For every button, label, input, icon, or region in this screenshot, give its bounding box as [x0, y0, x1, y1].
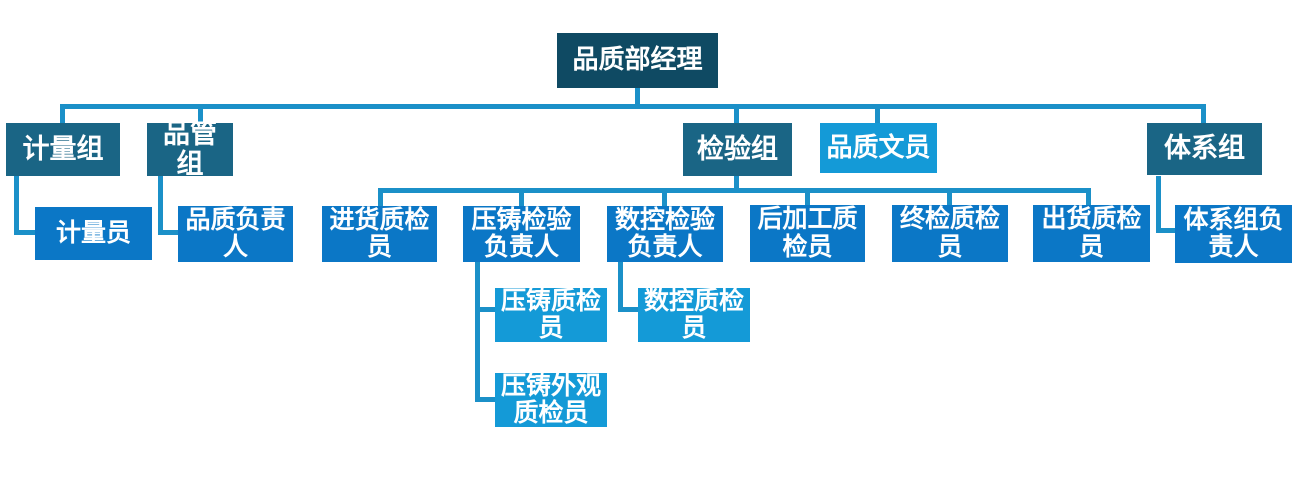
node-system-leader[interactable]: 体系组负责人 [1175, 205, 1292, 263]
node-quality-clerk[interactable]: 品质文员 [820, 123, 937, 173]
connector-stub-system-group [1201, 104, 1206, 123]
node-inspection-group-label: 检验组 [697, 133, 778, 164]
node-cnc-lead[interactable]: 数控检验负责人 [607, 206, 723, 262]
connector-stub-final [947, 188, 952, 205]
connector-elbow-metrology-h [14, 230, 35, 235]
node-diecast-appearance-inspector[interactable]: 压铸外观质检员 [495, 373, 607, 427]
node-postprocess-inspector-label: 后加工质检员 [757, 206, 858, 261]
node-incoming-inspector[interactable]: 进货质检员 [322, 206, 437, 262]
connector-diecast-branch1-h [475, 307, 495, 312]
node-quality-clerk-label: 品质文员 [826, 132, 931, 162]
connector-cnc-drop-v [618, 262, 623, 312]
node-cnc-inspector-label: 数控质检员 [644, 287, 745, 343]
connector-diecast-branch2-h [475, 397, 495, 402]
node-shipping-inspector-label: 出货质检员 [1041, 206, 1142, 261]
node-metrology-group-label: 计量组 [22, 133, 104, 164]
node-cnc-lead-label: 数控检验负责人 [614, 206, 715, 262]
connector-stub-cnc-lead [662, 188, 667, 206]
node-diecast-lead-label: 压铸检验负责人 [471, 206, 572, 262]
connector-trunk-level3 [378, 188, 1091, 193]
node-final-inspector-label: 终检质检员 [899, 206, 1000, 261]
connector-cnc-branch-h [618, 307, 638, 312]
node-metrology-group[interactable]: 计量组 [6, 123, 120, 176]
node-postprocess-inspector[interactable]: 后加工质检员 [750, 205, 865, 262]
connector-elbow-system-h [1156, 228, 1175, 233]
node-metrology-staff[interactable]: 计量员 [35, 207, 152, 260]
node-diecast-inspector-label: 压铸质检员 [501, 287, 602, 343]
node-system-leader-label: 体系组负责人 [1183, 206, 1284, 262]
connector-stub-incoming [378, 188, 383, 206]
node-incoming-inspector-label: 进货质检员 [329, 206, 430, 262]
connector-stub-shipping [1086, 188, 1091, 205]
connector-elbow-system-v [1156, 176, 1161, 233]
connector-elbow-qc-v [158, 176, 163, 235]
node-cnc-inspector[interactable]: 数控质检员 [638, 288, 750, 342]
connector-elbow-qc-h [158, 230, 178, 235]
node-system-group-label: 体系组 [1164, 133, 1245, 164]
connector-stub-diecast-lead [519, 188, 524, 206]
node-manager[interactable]: 品质部经理 [557, 33, 718, 88]
node-shipping-inspector[interactable]: 出货质检员 [1033, 205, 1150, 262]
connector-elbow-metrology-v [14, 176, 19, 235]
node-qc-group[interactable]: 品管组 [147, 118, 233, 179]
node-system-group[interactable]: 体系组 [1147, 123, 1262, 175]
connector-manager-stub [635, 88, 640, 105]
connector-stub-quality-clerk [875, 104, 880, 123]
connector-stub-inspection-group [734, 104, 739, 123]
node-quality-leader-label: 品质负责人 [185, 206, 286, 262]
node-qc-group-label: 品管组 [163, 118, 217, 179]
node-quality-leader[interactable]: 品质负责人 [178, 206, 293, 262]
node-diecast-lead[interactable]: 压铸检验负责人 [463, 206, 580, 262]
connector-inspection-down-stub [734, 176, 739, 190]
connector-stub-qc-group [198, 104, 203, 123]
connector-stub-postprocess [805, 188, 810, 205]
node-diecast-appearance-inspector-label: 压铸外观质检员 [501, 372, 602, 428]
node-diecast-inspector[interactable]: 压铸质检员 [495, 288, 607, 342]
node-metrology-staff-label: 计量员 [55, 219, 131, 247]
node-inspection-group[interactable]: 检验组 [683, 123, 792, 176]
connector-trunk-level2 [60, 104, 1206, 109]
connector-diecast-drop-v [475, 262, 480, 402]
node-final-inspector[interactable]: 终检质检员 [892, 205, 1008, 262]
node-manager-label: 品质部经理 [572, 45, 703, 75]
connector-stub-metrology-group [60, 104, 65, 123]
